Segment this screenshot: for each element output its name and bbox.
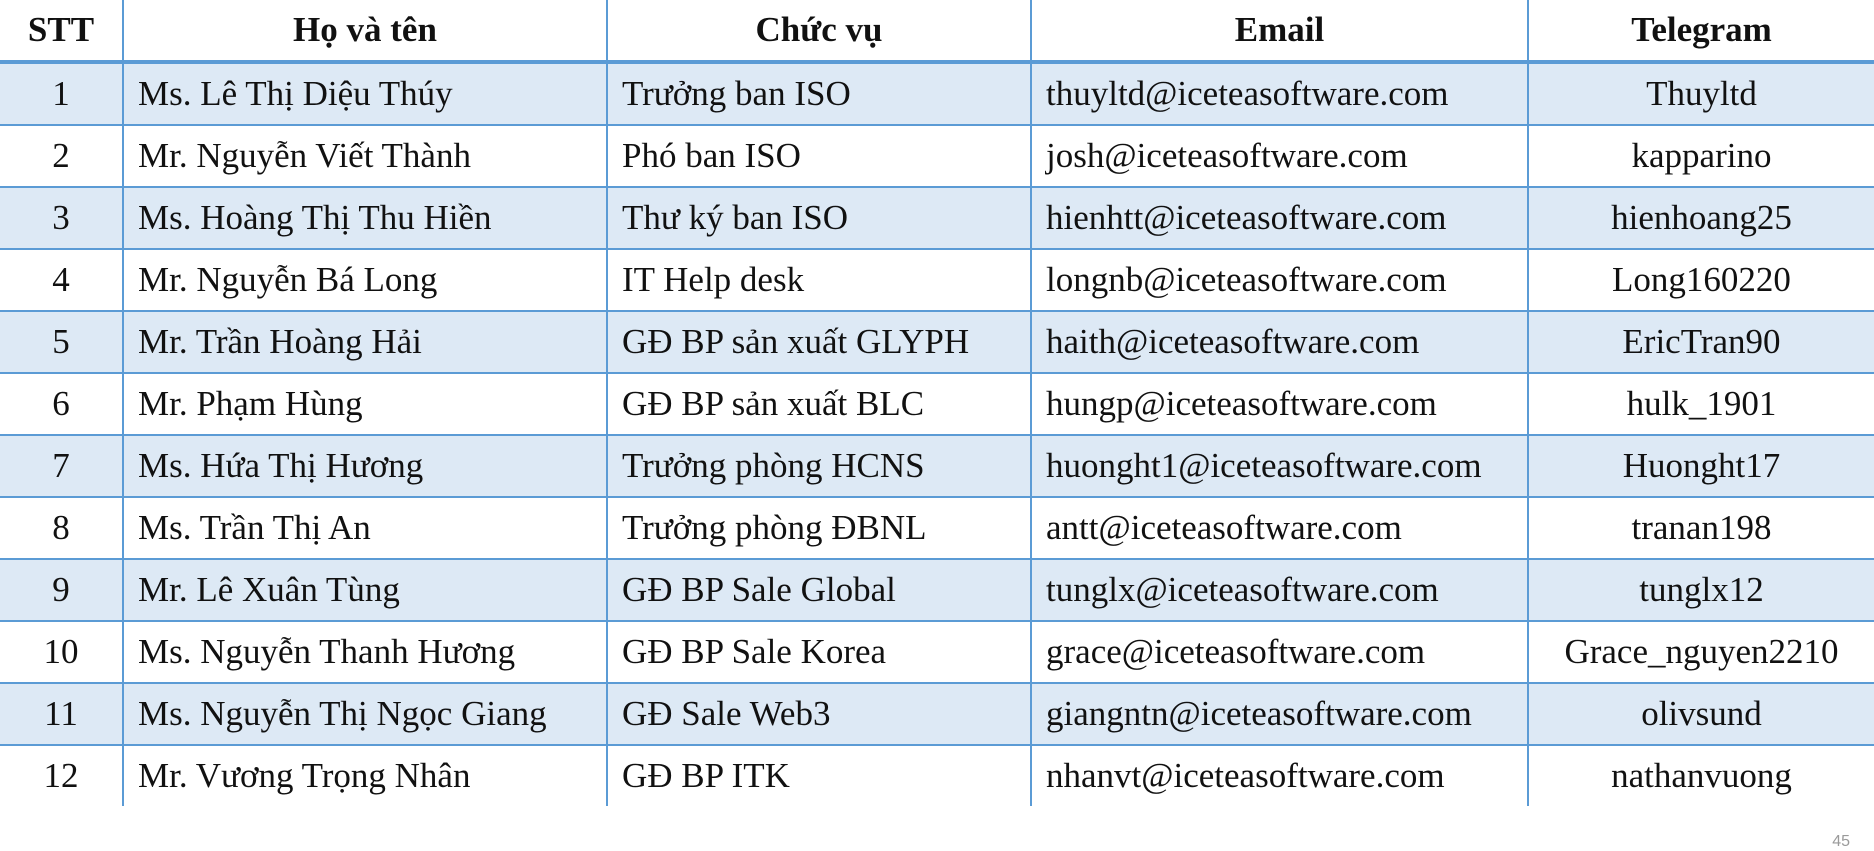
cell-telegram: tunglx12: [1527, 558, 1874, 622]
cell-stt: 11: [0, 682, 124, 746]
table-row: 10 Ms. Nguyễn Thanh Hương GĐ BP Sale Kor…: [0, 620, 1874, 684]
cell-position: Phó ban ISO: [606, 124, 1032, 188]
cell-name: Ms. Lê Thị Diệu Thúy: [122, 61, 608, 126]
table-row: 6 Mr. Phạm Hùng GĐ BP sản xuất BLC hungp…: [0, 372, 1874, 436]
cell-telegram: tranan198: [1527, 496, 1874, 560]
cell-position: GĐ BP sản xuất BLC: [606, 372, 1032, 436]
table-row: 5 Mr. Trần Hoàng Hải GĐ BP sản xuất GLYP…: [0, 310, 1874, 374]
cell-position: GĐ Sale Web3: [606, 682, 1032, 746]
cell-email: thuyltd@iceteasoftware.com: [1030, 61, 1529, 126]
cell-position: GĐ BP Sale Korea: [606, 620, 1032, 684]
cell-telegram: EricTran90: [1527, 310, 1874, 374]
cell-email: huonght1@iceteasoftware.com: [1030, 434, 1529, 498]
table-row: 3 Ms. Hoàng Thị Thu Hiền Thư ký ban ISO …: [0, 186, 1874, 250]
cell-stt: 10: [0, 620, 124, 684]
cell-position: GĐ BP sản xuất GLYPH: [606, 310, 1032, 374]
table-row: 2 Mr. Nguyễn Viết Thành Phó ban ISO josh…: [0, 124, 1874, 188]
cell-position: GĐ BP ITK: [606, 744, 1032, 806]
table-row: 7 Ms. Hứa Thị Hương Trưởng phòng HCNS hu…: [0, 434, 1874, 498]
table-row: 9 Mr. Lê Xuân Tùng GĐ BP Sale Global tun…: [0, 558, 1874, 622]
cell-name: Mr. Phạm Hùng: [122, 372, 608, 436]
cell-name: Ms. Hứa Thị Hương: [122, 434, 608, 498]
cell-name: Ms. Trần Thị An: [122, 496, 608, 560]
header-row: STT Họ và tên Chức vụ Email Telegram: [0, 0, 1874, 64]
cell-position: Trưởng ban ISO: [606, 61, 1032, 126]
table-row: 11 Ms. Nguyễn Thị Ngọc Giang GĐ Sale Web…: [0, 682, 1874, 746]
cell-stt: 9: [0, 558, 124, 622]
header-stt: STT: [0, 0, 124, 64]
cell-email: haith@iceteasoftware.com: [1030, 310, 1529, 374]
table-row: 4 Mr. Nguyễn Bá Long IT Help desk longnb…: [0, 248, 1874, 312]
cell-name: Ms. Nguyễn Thị Ngọc Giang: [122, 682, 608, 746]
cell-name: Ms. Hoàng Thị Thu Hiền: [122, 186, 608, 250]
cell-stt: 4: [0, 248, 124, 312]
cell-position: Thư ký ban ISO: [606, 186, 1032, 250]
cell-email: josh@iceteasoftware.com: [1030, 124, 1529, 188]
cell-telegram: nathanvuong: [1527, 744, 1874, 806]
cell-stt: 2: [0, 124, 124, 188]
contact-table: STT Họ và tên Chức vụ Email Telegram 1 M…: [0, 0, 1874, 806]
cell-stt: 3: [0, 186, 124, 250]
cell-email: hienhtt@iceteasoftware.com: [1030, 186, 1529, 250]
cell-name: Mr. Lê Xuân Tùng: [122, 558, 608, 622]
cell-email: nhanvt@iceteasoftware.com: [1030, 744, 1529, 806]
cell-stt: 12: [0, 744, 124, 806]
cell-telegram: kapparino: [1527, 124, 1874, 188]
header-telegram: Telegram: [1527, 0, 1874, 64]
cell-stt: 8: [0, 496, 124, 560]
cell-telegram: hienhoang25: [1527, 186, 1874, 250]
header-email: Email: [1030, 0, 1529, 64]
cell-email: hungp@iceteasoftware.com: [1030, 372, 1529, 436]
cell-position: IT Help desk: [606, 248, 1032, 312]
page-number: 45: [1832, 833, 1850, 850]
cell-telegram: Huonght17: [1527, 434, 1874, 498]
cell-name: Mr. Vương Trọng Nhân: [122, 744, 608, 806]
cell-name: Mr. Nguyễn Viết Thành: [122, 124, 608, 188]
cell-telegram: olivsund: [1527, 682, 1874, 746]
cell-position: GĐ BP Sale Global: [606, 558, 1032, 622]
cell-telegram: Thuyltd: [1527, 61, 1874, 126]
table-row: 1 Ms. Lê Thị Diệu Thúy Trưởng ban ISO th…: [0, 61, 1874, 126]
cell-stt: 1: [0, 61, 124, 126]
cell-name: Mr. Trần Hoàng Hải: [122, 310, 608, 374]
cell-email: giangntn@iceteasoftware.com: [1030, 682, 1529, 746]
cell-telegram: Long160220: [1527, 248, 1874, 312]
cell-email: tunglx@iceteasoftware.com: [1030, 558, 1529, 622]
cell-position: Trưởng phòng HCNS: [606, 434, 1032, 498]
cell-position: Trưởng phòng ĐBNL: [606, 496, 1032, 560]
cell-name: Ms. Nguyễn Thanh Hương: [122, 620, 608, 684]
cell-telegram: hulk_1901: [1527, 372, 1874, 436]
cell-stt: 5: [0, 310, 124, 374]
header-position: Chức vụ: [606, 0, 1032, 64]
cell-email: antt@iceteasoftware.com: [1030, 496, 1529, 560]
table-row: 12 Mr. Vương Trọng Nhân GĐ BP ITK nhanvt…: [0, 744, 1874, 806]
cell-email: grace@iceteasoftware.com: [1030, 620, 1529, 684]
cell-name: Mr. Nguyễn Bá Long: [122, 248, 608, 312]
table-row: 8 Ms. Trần Thị An Trưởng phòng ĐBNL antt…: [0, 496, 1874, 560]
cell-email: longnb@iceteasoftware.com: [1030, 248, 1529, 312]
cell-telegram: Grace_nguyen2210: [1527, 620, 1874, 684]
header-name: Họ và tên: [122, 0, 608, 64]
cell-stt: 6: [0, 372, 124, 436]
cell-stt: 7: [0, 434, 124, 498]
